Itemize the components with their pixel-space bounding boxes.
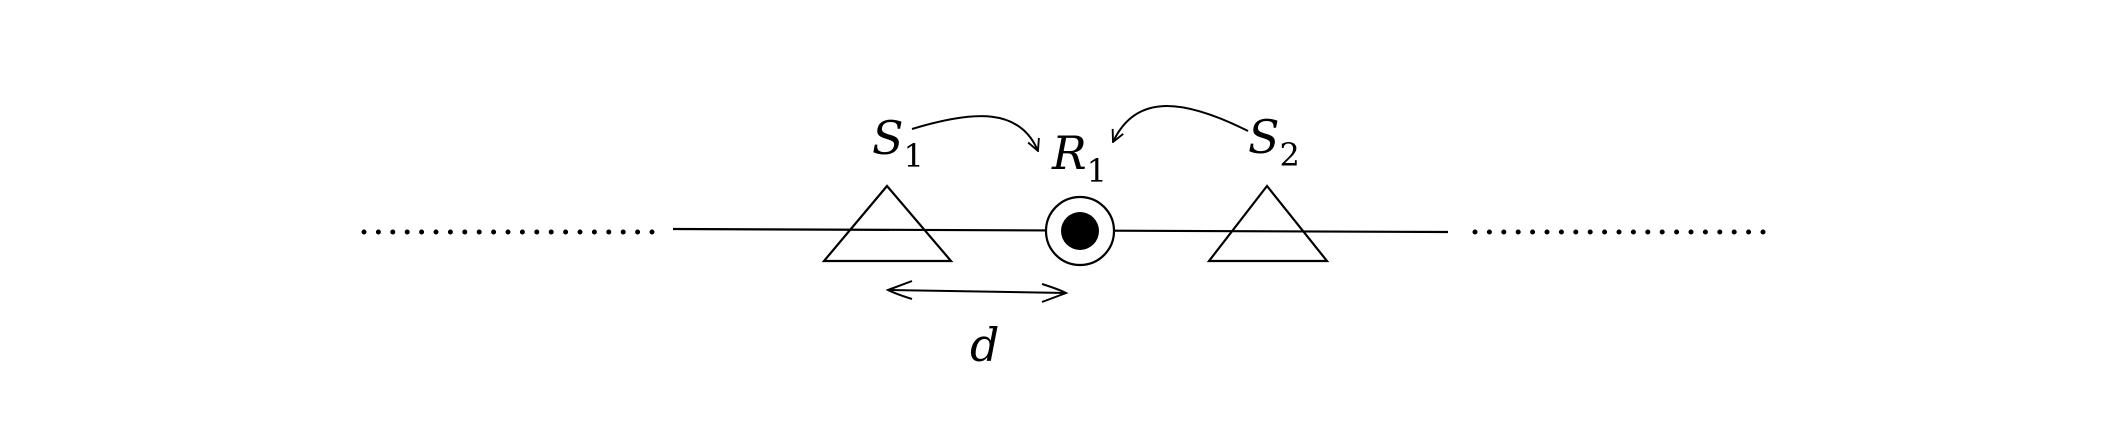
source-s1-triangle (821, 184, 954, 263)
receiver-r1-dot (1061, 212, 1099, 250)
arrow-s1-to-r1 (911, 115, 1038, 151)
label-s2: S2 (1248, 110, 1300, 174)
label-distance: d (970, 318, 999, 372)
source-s2-triangle (1206, 184, 1330, 263)
receiver-r1-symbol (1044, 195, 1116, 267)
distance-arrow (885, 280, 1069, 303)
label-s1: S1 (872, 111, 924, 175)
label-r1: R1 (1051, 126, 1107, 190)
arrow-s2-to-r1 (1113, 105, 1249, 142)
